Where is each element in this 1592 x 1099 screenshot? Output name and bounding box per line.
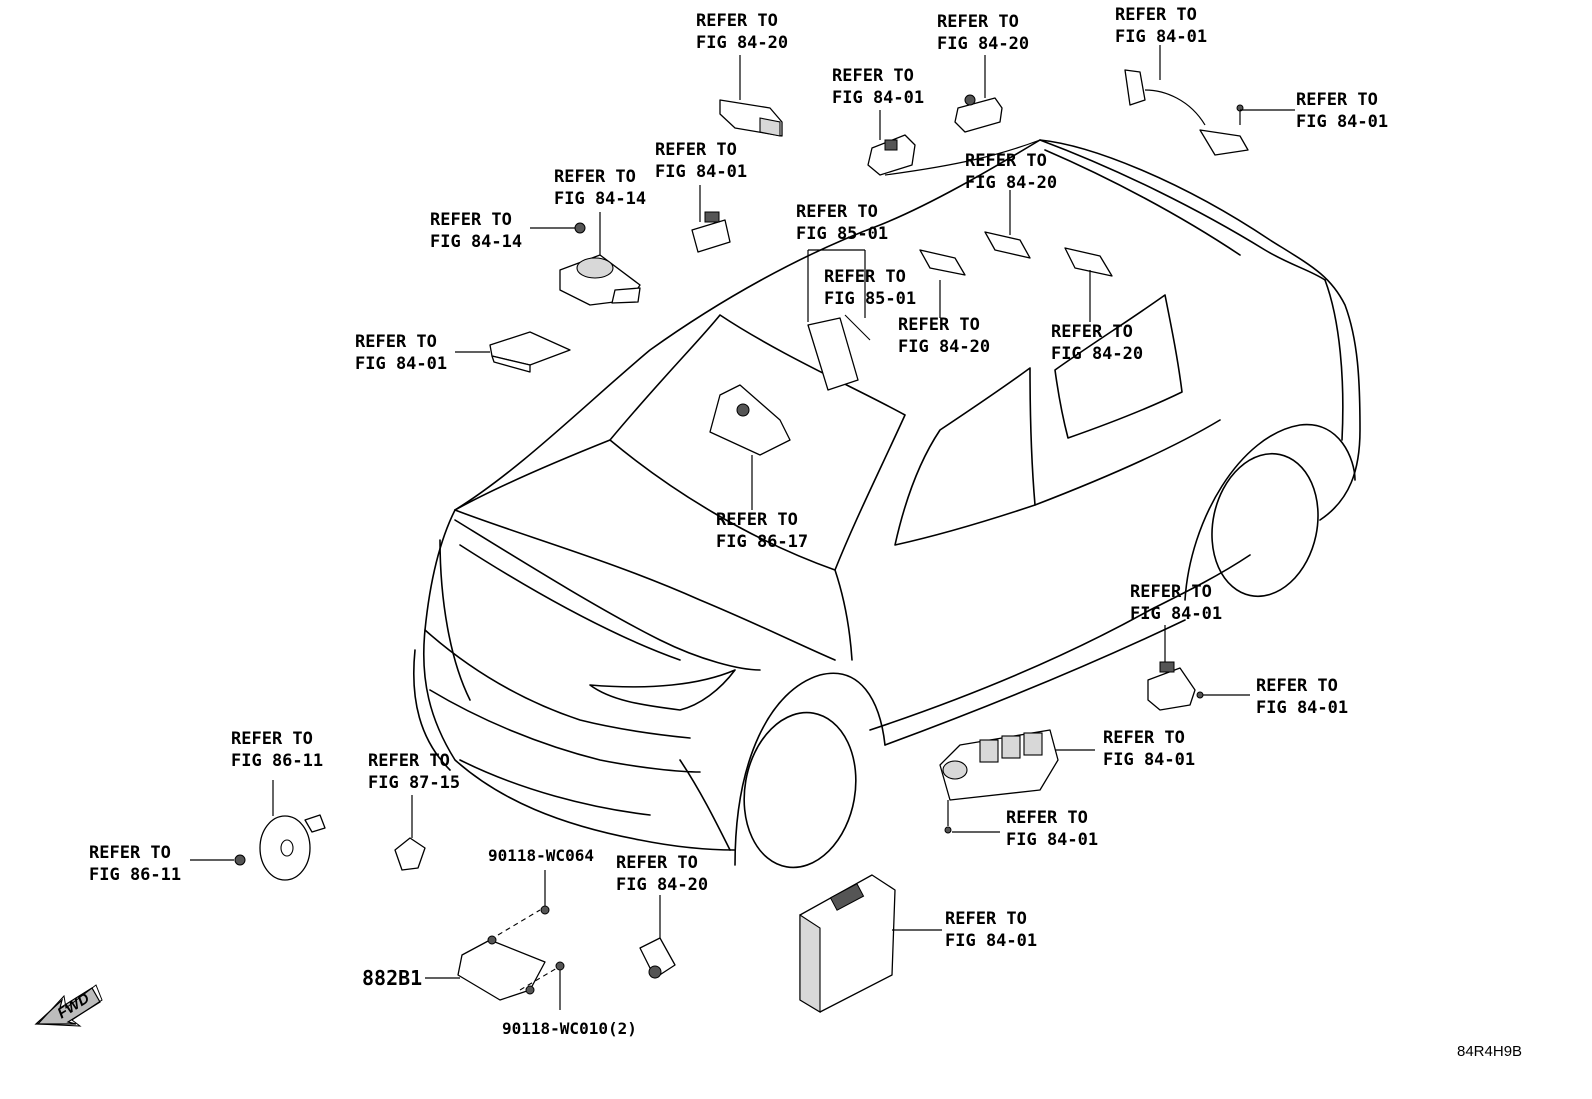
master-switch-part (939, 729, 1095, 834)
part-number-90118-wc064: 90118-WC064 (488, 846, 594, 865)
vehicle-outline (412, 139, 1361, 869)
callout-c13-prefix: REFER TO (898, 315, 980, 335)
sensor-top-part (954, 55, 1003, 133)
wireless-sensor-1 (919, 249, 966, 318)
wire-harness-part (1124, 45, 1295, 156)
body-control-module-part (799, 874, 942, 1013)
callout-c06-prefix: REFER TO (655, 140, 737, 160)
callout-c03-prefix: REFER TO (1115, 5, 1197, 25)
callout-c22-prefix: REFER TO (89, 843, 171, 863)
callout-c17-prefix: REFER TO (1256, 676, 1338, 696)
callout-c24-prefix: REFER TO (945, 909, 1027, 929)
module-882b1-part (425, 870, 565, 1010)
airbag-part (807, 139, 1041, 391)
callout-c14-prefix: REFER TO (1051, 322, 1133, 342)
callout-c19-fig: FIG 84-01 (1006, 830, 1098, 850)
callout-c18-prefix: REFER TO (1103, 728, 1185, 748)
clip-part (394, 795, 426, 871)
callout-c05-prefix: REFER TO (1296, 90, 1378, 110)
callout-c15-fig: FIG 86-17 (716, 532, 808, 552)
callout-c19-prefix: REFER TO (1006, 808, 1088, 828)
callout-c01-prefix: REFER TO (696, 11, 778, 31)
callout-c10-fig: FIG 85-01 (796, 224, 888, 244)
callout-c13-fig: FIG 84-20 (898, 337, 990, 357)
callout-c12-fig: FIG 84-01 (355, 354, 447, 374)
rain-sensor-part (709, 384, 791, 510)
callout-c01-fig: FIG 84-20 (696, 33, 788, 53)
callout-c04-fig: FIG 84-01 (832, 88, 924, 108)
callout-c14-fig: FIG 84-20 (1051, 344, 1143, 364)
antenna-connector-part (719, 55, 783, 137)
connector-bottom-part (639, 895, 676, 979)
callout-c12-prefix: REFER TO (355, 332, 437, 352)
part-drawings (190, 45, 1295, 1013)
callout-c21-prefix: REFER TO (368, 751, 450, 771)
callout-c18-fig: FIG 84-01 (1103, 750, 1195, 770)
callout-c06-fig: FIG 84-01 (655, 162, 747, 182)
callout-c23-prefix: REFER TO (616, 853, 698, 873)
callout-c20-prefix: REFER TO (231, 729, 313, 749)
callout-labels: REFER TO FIG 84-20 REFER TO FIG 84-20 RE… (89, 5, 1388, 951)
part-number-90118-wc010: 90118-WC010(2) (502, 1019, 637, 1038)
callout-c21-fig: FIG 87-15 (368, 773, 460, 793)
horn-part (190, 780, 326, 881)
callout-c15-prefix: REFER TO (716, 510, 798, 530)
callout-c17-fig: FIG 84-01 (1256, 698, 1348, 718)
callout-c08-prefix: REFER TO (430, 210, 512, 230)
control-unit-left-part (455, 331, 571, 373)
callout-c04-prefix: REFER TO (832, 66, 914, 86)
callout-c09-prefix: REFER TO (965, 151, 1047, 171)
wireless-sensor-2 (984, 190, 1031, 259)
callout-c05-fig: FIG 84-01 (1296, 112, 1388, 132)
callout-c11-fig: FIG 85-01 (824, 289, 916, 309)
diagram-code: 84R4H9B (1457, 1043, 1522, 1060)
switch-module-part (867, 110, 916, 176)
callout-c24-fig: FIG 84-01 (945, 931, 1037, 951)
callout-c22-fig: FIG 86-11 (89, 865, 181, 885)
callout-c07-prefix: REFER TO (554, 167, 636, 187)
callout-c16-prefix: REFER TO (1130, 582, 1212, 602)
callout-c07-fig: FIG 84-14 (554, 189, 646, 209)
door-switch-part (1147, 625, 1250, 711)
callout-c08-fig: FIG 84-14 (430, 232, 522, 252)
steering-sensor-part (530, 212, 641, 306)
callout-c16-fig: FIG 84-01 (1130, 604, 1222, 624)
wireless-sensor-3 (1064, 247, 1113, 322)
fwd-arrow-icon: FWD (34, 984, 103, 1027)
callout-c10-prefix: REFER TO (796, 202, 878, 222)
callout-c09-fig: FIG 84-20 (965, 173, 1057, 193)
part-number-labels: 90118-WC064 882B1 90118-WC010(2) (362, 846, 637, 1038)
callout-c11-prefix: REFER TO (824, 267, 906, 287)
callout-c03-fig: FIG 84-01 (1115, 27, 1207, 47)
callout-c23-fig: FIG 84-20 (616, 875, 708, 895)
part-number-882b1: 882B1 (362, 966, 422, 990)
callout-c20-fig: FIG 86-11 (231, 751, 323, 771)
small-module-part (691, 185, 731, 253)
callout-c02-prefix: REFER TO (937, 12, 1019, 32)
callout-c02-fig: FIG 84-20 (937, 34, 1029, 54)
